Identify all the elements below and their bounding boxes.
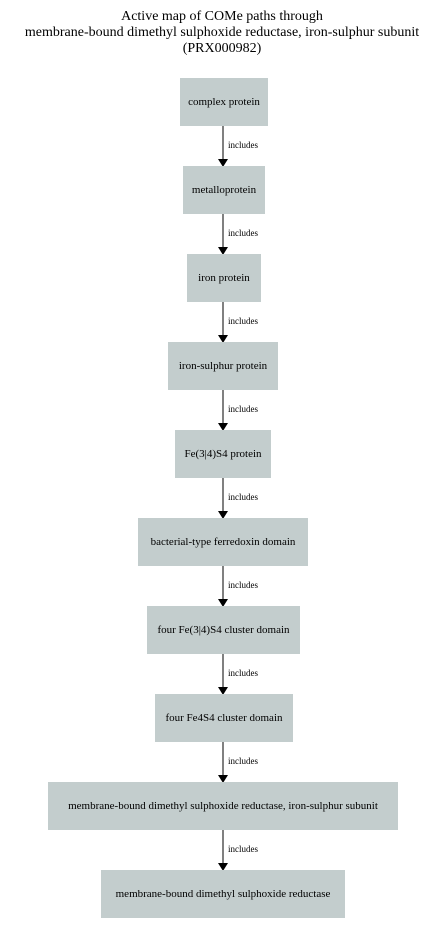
title-line-2: membrane-bound dimethyl sulphoxide reduc… (24, 25, 420, 40)
edge-label-includes: includes (228, 316, 258, 326)
edge-label-includes: includes (228, 756, 258, 766)
edge-label-includes: includes (228, 844, 258, 854)
diagram-title: Active map of COMe paths through membran… (0, 9, 444, 57)
node-four-fe4s4-cluster-domain[interactable]: four Fe4S4 cluster domain (155, 694, 293, 742)
node-dmso-reductase-iron-sulphur-subunit[interactable]: membrane-bound dimethyl sulphoxide reduc… (48, 782, 398, 830)
node-four-fe34s4-cluster-domain[interactable]: four Fe(3|4)S4 cluster domain (147, 606, 300, 654)
node-fe34s4-protein[interactable]: Fe(3|4)S4 protein (175, 430, 271, 478)
edge-label-includes: includes (228, 140, 258, 150)
title-line-3: (PRX000982) (182, 41, 262, 56)
node-dmso-reductase[interactable]: membrane-bound dimethyl sulphoxide reduc… (101, 870, 345, 918)
edge-label-includes: includes (228, 228, 258, 238)
edge-label-includes: includes (228, 668, 258, 678)
edge-label-includes: includes (228, 580, 258, 590)
node-complex-protein[interactable]: complex protein (180, 78, 268, 126)
node-iron-protein[interactable]: iron protein (187, 254, 261, 302)
node-iron-sulphur-protein[interactable]: iron-sulphur protein (168, 342, 278, 390)
edge-label-includes: includes (228, 492, 258, 502)
node-metalloprotein[interactable]: metalloprotein (183, 166, 265, 214)
node-bacterial-type-ferredoxin-domain[interactable]: bacterial-type ferredoxin domain (138, 518, 308, 566)
title-line-1: Active map of COMe paths through (121, 9, 323, 24)
edge-label-includes: includes (228, 404, 258, 414)
